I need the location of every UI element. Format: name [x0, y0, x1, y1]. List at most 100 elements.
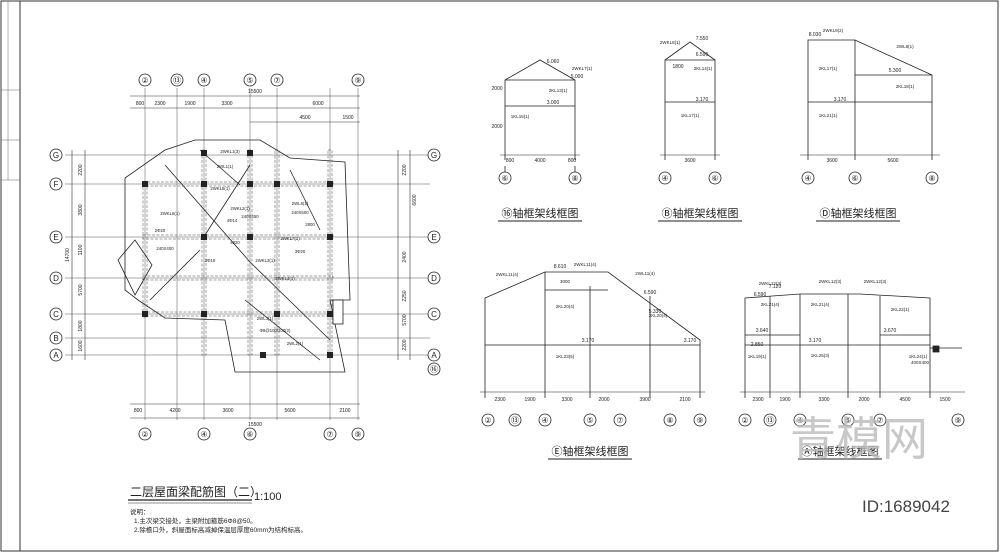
beam-label-3: 2WL6(1): [292, 201, 309, 206]
axis-right-5: ⑯: [430, 365, 438, 374]
dim-top2-0: 4500: [299, 115, 310, 121]
axis-bottom-1-circle: [197, 427, 211, 441]
dim-top-4: 6000: [312, 101, 323, 107]
elev-3-axis-6-circle: [693, 413, 707, 427]
elev-3-dim-3: 2000: [598, 397, 609, 403]
elev-4-axis-3-circle: [841, 413, 855, 427]
elev-4-axis-4-circle: [873, 413, 887, 427]
elev-1-axis-0-circle: [658, 171, 672, 185]
elev-3-label-2: 2KL20(4): [556, 304, 575, 309]
dim-left-3: 5700: [78, 284, 84, 295]
elev-4-label-2: 2WKL12(3): [864, 279, 887, 284]
axis-bottom-3-circle: [323, 427, 337, 441]
elev-1-label-0: 2WKL8(1): [660, 40, 681, 45]
elev-4-axis-4: ⑦: [876, 416, 883, 425]
elev-4-axis-1: ⑬: [766, 416, 774, 425]
beam-label-15: 4820: [230, 240, 240, 245]
beam-label-19: 2Φ20: [155, 228, 166, 233]
elev-1-axis-1: ⑥: [711, 174, 718, 183]
axis-bottom-4: ⑨: [354, 430, 361, 439]
dim-left-2: 1100: [78, 244, 84, 255]
plan-columns: [142, 150, 333, 358]
axis-left-0: G: [53, 151, 59, 160]
elev-3-label-0: 2WKL11(4): [496, 272, 519, 277]
elev-3-dim-5: 2100: [679, 397, 690, 403]
elev-3-dim-2: 3300: [561, 397, 572, 403]
axis-right-0-circle: [427, 148, 441, 162]
dim-bottom-1: 4200: [169, 408, 180, 414]
dim-bottom-total: 15500: [248, 422, 262, 428]
axis-bottom-0-circle: [138, 427, 152, 441]
elev-4-dim-5: 1500: [939, 397, 950, 403]
axis-right-2-circle: [427, 271, 441, 285]
elev-0-label-2: 1KL15(1): [511, 114, 530, 119]
main-plan: [65, 88, 430, 420]
elev-4-label-1: 2WKL12(3): [819, 279, 842, 284]
elev-1-label-2: 1KL17(1): [681, 113, 700, 118]
elev-0-vdim-1: 2000: [491, 124, 502, 130]
axis-right-4: A: [431, 351, 437, 360]
elev-1-level-0: 7.550: [696, 36, 709, 42]
axis-top-3: ⑤: [246, 76, 253, 85]
elev-1-axis-1-circle: [708, 171, 722, 185]
elev-2-label-1: 2WL8(1): [896, 44, 914, 49]
dim-top-0: 800: [136, 101, 145, 107]
elev-3-axis-4: ⑦: [616, 416, 623, 425]
note-1: 1.主次梁交接处，主梁附加箍筋6Φ8@50。: [134, 516, 257, 525]
elev-3-level-2: 5.330: [649, 309, 662, 315]
axis-top-0-circle: [138, 73, 152, 87]
elev-4-label-9: 400X400: [911, 360, 930, 365]
elev-1-dim-0: 3600: [684, 158, 695, 164]
elev-1-level-1: 6.590: [696, 52, 709, 58]
dim-bottom-2: 3600: [222, 408, 233, 414]
axis-bottom-2-circle: [243, 427, 257, 441]
elev-0-dim-0: 800: [506, 158, 515, 164]
elev-0-level-2: 3.000: [547, 100, 560, 106]
elev-4-label-8: 1KL19(1): [748, 354, 767, 359]
elev-2-level-2: 3.170: [834, 97, 847, 103]
axis-top-5-circle: [351, 73, 365, 87]
dim-top-1: 2300: [154, 101, 165, 107]
elev-3-axis-1-circle: [508, 413, 522, 427]
elev-4-level-4: 2.850: [751, 342, 764, 348]
axis-right-4-circle: [427, 348, 441, 362]
axis-bottom-1: ④: [200, 430, 207, 439]
axis-top-1-circle: [170, 73, 184, 87]
dim-right-total: 6600: [412, 194, 418, 205]
axis-left-6-circle: [49, 348, 63, 362]
axis-left-3: D: [53, 274, 59, 283]
elev-3-axis-6: ⑨: [696, 416, 703, 425]
plan-gridlines: [65, 88, 430, 420]
beam-label-12: 240X400: [156, 246, 174, 251]
elev-3-label-4: 2KL20(4): [649, 313, 668, 318]
elev-1-vdim-0: 1800: [672, 64, 683, 70]
axis-left-2-circle: [49, 230, 63, 244]
elev-4-label-7: 1KL25(3): [811, 353, 830, 358]
axis-bottom-3: ⑦: [326, 430, 333, 439]
elev-3-level-1: 6.590: [644, 290, 657, 296]
elev-4-axis-5-circle: [951, 413, 965, 427]
elev-4-dim-0: 2300: [752, 397, 763, 403]
elev-2-axis-0: ④: [804, 174, 811, 183]
elev-4-level-1: 6.590: [754, 292, 767, 298]
dim-bottom-3: 5600: [284, 408, 295, 414]
elev-4-dim-3: 2000: [858, 397, 869, 403]
dim-right-1: 2400: [402, 251, 408, 262]
dim-bottom-4: 2100: [339, 408, 350, 414]
beam-label-16: 4Φ14: [227, 218, 238, 223]
elev-4-axis-0-circle: [738, 413, 752, 427]
dim-top2-1: 1500: [342, 115, 353, 121]
elev-0-label-1: 2KL13(1): [549, 88, 568, 93]
plan-scale: 1:100: [254, 491, 282, 503]
dim-right-2: 2250: [402, 290, 408, 301]
elev-3-axis-3: ⑤: [586, 416, 593, 425]
axis-top-3-circle: [243, 73, 257, 87]
elev-0-axis-1-circle: [568, 171, 582, 185]
elev-3-level-0: 8.610: [554, 264, 567, 270]
dim-left-1: 3800: [78, 204, 84, 215]
beam-label-6: 2WKL3(1): [255, 258, 275, 263]
axis-left-5: B: [53, 334, 58, 343]
